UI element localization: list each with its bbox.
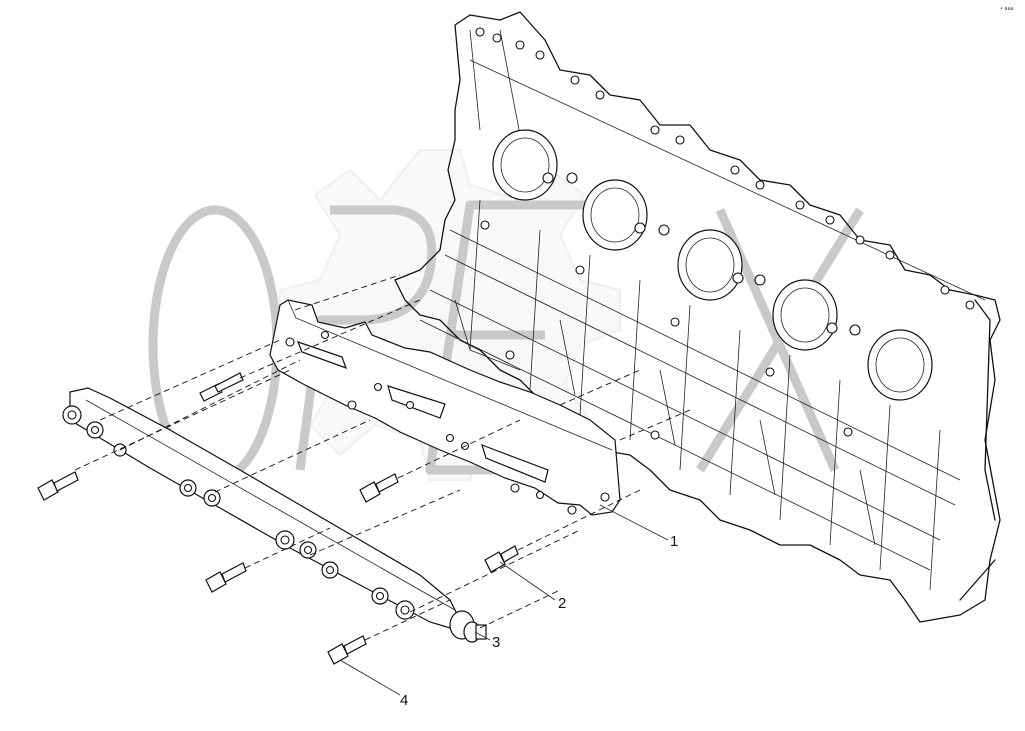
bolt-c	[359, 473, 399, 503]
corner-mark: • aaa	[1000, 6, 1014, 12]
engine-block	[394, 11, 1001, 623]
callout-3: 3	[492, 634, 500, 651]
callouts: 1 2 3 4	[400, 533, 678, 709]
bolt-a	[199, 372, 244, 402]
mounting-bracket	[269, 299, 621, 516]
bracket-holes	[285, 330, 610, 515]
flange-holes	[475, 27, 975, 310]
callout-2: 2	[558, 595, 566, 612]
callout-4: 4	[400, 692, 408, 709]
block-ribs	[419, 199, 961, 591]
bolt-f	[327, 635, 367, 665]
bolt-e	[205, 562, 247, 593]
rail-ports	[62, 405, 415, 620]
bolts	[37, 372, 519, 665]
block-bolt-bosses	[480, 172, 861, 440]
callout-leaders	[339, 504, 669, 696]
bolt-b	[37, 471, 79, 501]
callout-1: 1	[670, 533, 678, 550]
pressure-sensor	[449, 610, 487, 643]
cylinder-bores	[492, 129, 933, 401]
fuel-rail	[62, 387, 487, 643]
assembly-lines	[74, 274, 691, 641]
bolt-d	[484, 545, 519, 573]
